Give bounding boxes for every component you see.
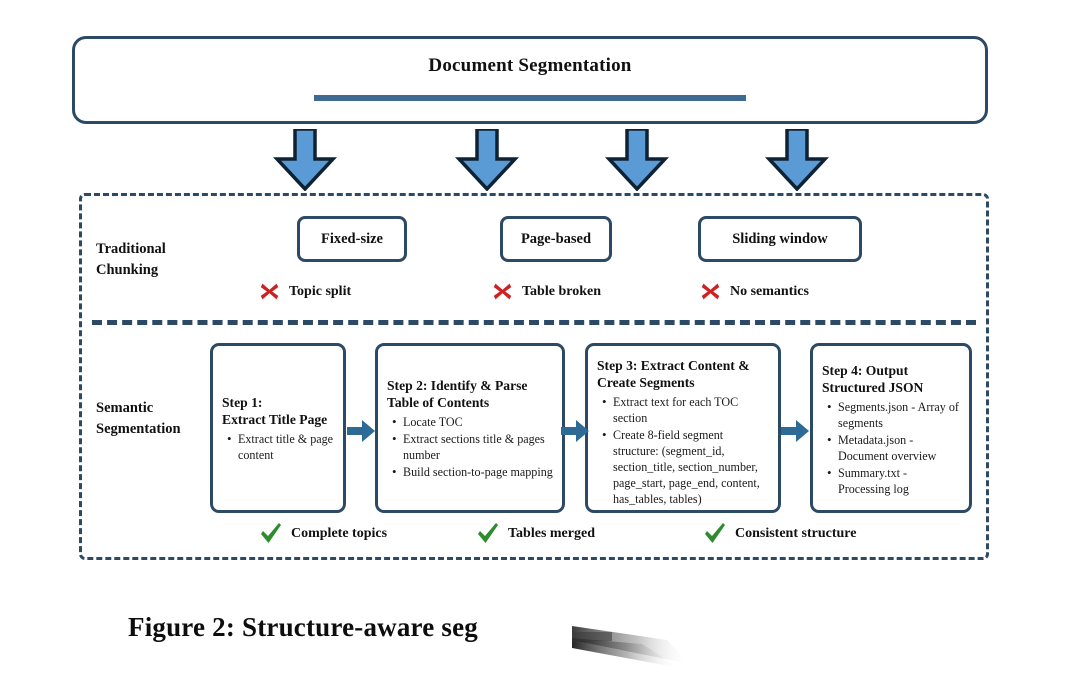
arrow-down-icon [605,129,669,191]
arrow-down-icon [765,129,829,191]
step-box-4[interactable]: Step 4: Output Structured JSON Segments.… [810,343,972,513]
section-divider [92,320,976,325]
row-label-traditional-chunking: Traditional Chunking [96,239,206,281]
step-box-1[interactable]: Step 1: Extract Title Page Extract title… [210,343,346,513]
segmentation-panel [79,193,989,560]
step-title-line: Extract Title Page [222,412,328,428]
arrow-right-icon [781,418,809,444]
header-banner: Document Segmentation [72,36,988,124]
step-title-line: Step 4: Output [822,363,909,378]
chunk-box-page-based[interactable]: Page-based [500,216,612,262]
row-label-line: Chunking [96,262,159,279]
step-title-line: Step 3: Extract Content & [597,358,750,373]
step-title-line: Create Segments [597,375,695,391]
step-title: Step 1: Extract Title Page [222,394,336,429]
step-title: Step 3: Extract Content & Create Segment… [597,357,771,392]
step-box-3[interactable]: Step 3: Extract Content & Create Segment… [585,343,781,513]
chunk-box-fixed-size[interactable]: Fixed-size [297,216,407,262]
step-bullet-list: Segments.json - Array of segments Metada… [822,398,962,497]
arrow-down-icon [455,129,519,191]
positive-label: Complete topics [291,526,388,541]
check-mark-icon [476,522,500,546]
step-bullet: Locate TOC [392,413,555,430]
chunk-box-sliding-window[interactable]: Sliding window [698,216,862,262]
arrow-right-icon [347,418,375,444]
row-label-line: Semantic [96,400,154,416]
page-title: Document Segmentation [428,55,632,76]
negative-label: No semantics [730,283,809,299]
positive-label: Consistent structure [735,526,857,541]
step-bullet-list: Extract text for each TOC section Create… [597,393,771,508]
step-bullet: Extract title & page content [227,430,336,463]
step-title: Step 4: Output Structured JSON [822,362,962,397]
positive-item-consistent-structure: Consistent structure [703,522,856,546]
negative-label: Table broken [522,283,601,299]
figure-caption: Figure 2: Structure-aware seg [128,612,478,642]
step-title-line: Step 1: [222,395,263,411]
row-label-semantic-segmentation: Semantic Segmentation [96,398,216,440]
check-mark-icon [259,522,283,546]
title-underline [314,95,746,101]
arrow-right-icon [561,418,589,444]
arrow-down-icon [273,129,337,191]
step-title-line: Structured JSON [822,380,924,396]
caption-smudge-artifact [572,618,697,674]
step-title-line: Step 2: Identify & Parse [387,377,528,393]
step-title: Step 2: Identify & Parse Table of Conten… [387,377,555,412]
row-label-line: Segmentation [96,421,181,438]
step-bullet: Metadata.json - Document overview [827,431,962,464]
positive-item-complete-topics: Complete topics [259,522,387,546]
step-bullet: Segments.json - Array of segments [827,398,962,431]
step-title-line: Table of Contents [387,395,490,411]
step-bullet-list: Locate TOC Extract sections title & page… [387,413,555,481]
step-bullet: Extract text for each TOC section [602,393,771,426]
negative-item-table-broken: Table broken [492,281,601,302]
check-mark-icon [703,522,727,546]
step-bullet-list: Extract title & page content [222,430,336,464]
step-bullet: Summary.txt - Processing log [827,464,962,497]
step-bullet: Extract sections title & pages number [392,430,555,463]
negative-label: Topic split [289,283,352,299]
step-box-2[interactable]: Step 2: Identify & Parse Table of Conten… [375,343,565,513]
positive-label: Tables merged [508,526,595,541]
positive-item-tables-merged: Tables merged [476,522,595,546]
step-bullet: Create 8-field segment structure: (segme… [602,426,771,507]
negative-item-topic-split: Topic split [259,281,351,302]
x-mark-icon [259,281,280,302]
negative-item-no-semantics: No semantics [700,281,809,302]
x-mark-icon [492,281,513,302]
row-label-line: Traditional [96,241,166,257]
x-mark-icon [700,281,721,302]
step-bullet: Build section-to-page mapping [392,463,555,480]
